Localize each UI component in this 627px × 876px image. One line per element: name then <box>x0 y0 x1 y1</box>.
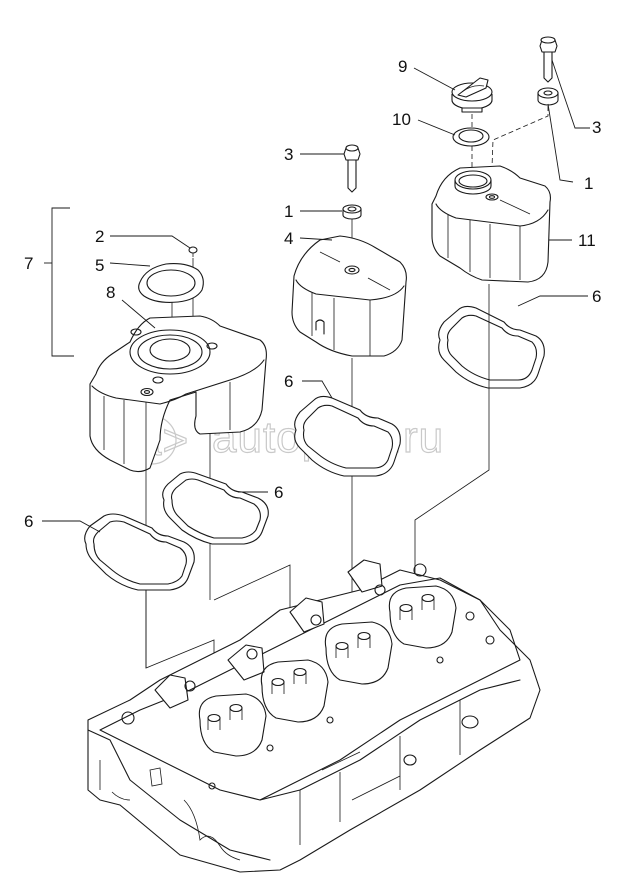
leaders <box>42 59 590 533</box>
callout-3-middle: 3 <box>284 145 293 164</box>
retaining-ring <box>138 263 204 303</box>
callout-6-middle: 6 <box>284 372 293 391</box>
callout-6-left-lower: 6 <box>24 512 33 531</box>
gasket-left-lower <box>84 513 195 591</box>
callouts: 9 10 3 1 11 6 3 1 4 6 2 5 7 8 6 6 <box>24 57 601 531</box>
callout-2: 2 <box>95 227 104 246</box>
cylinder-head <box>87 559 541 873</box>
callout-6-right: 6 <box>592 287 601 306</box>
washer-middle <box>342 204 362 220</box>
sealing-ring <box>452 127 490 147</box>
washer-right <box>537 87 559 106</box>
gasket-right <box>438 305 545 389</box>
gasket-middle <box>294 395 401 477</box>
callout-6-left-upper: 6 <box>274 483 283 502</box>
gasket-left-upper <box>162 471 269 545</box>
head-cover-plain <box>291 235 407 357</box>
callout-5: 5 <box>95 256 104 275</box>
callout-9: 9 <box>398 57 407 76</box>
callout-4: 4 <box>284 229 293 248</box>
callout-11: 11 <box>578 231 596 250</box>
oil-filler-cap <box>451 77 493 113</box>
bolt-holes <box>121 563 495 790</box>
bolt-right <box>539 36 558 83</box>
callout-1-middle: 1 <box>284 202 293 221</box>
screw-left <box>188 246 198 257</box>
callout-8: 8 <box>106 283 115 302</box>
callout-7: 7 <box>24 254 33 273</box>
head-cover-with-breather <box>89 315 267 473</box>
callout-1-right: 1 <box>584 174 593 193</box>
injector-bosses <box>207 593 435 730</box>
head-cover-with-filler <box>431 165 551 283</box>
bolt-middle <box>343 144 361 193</box>
callout-10: 10 <box>392 110 411 129</box>
callout-3-right: 3 <box>592 118 601 137</box>
